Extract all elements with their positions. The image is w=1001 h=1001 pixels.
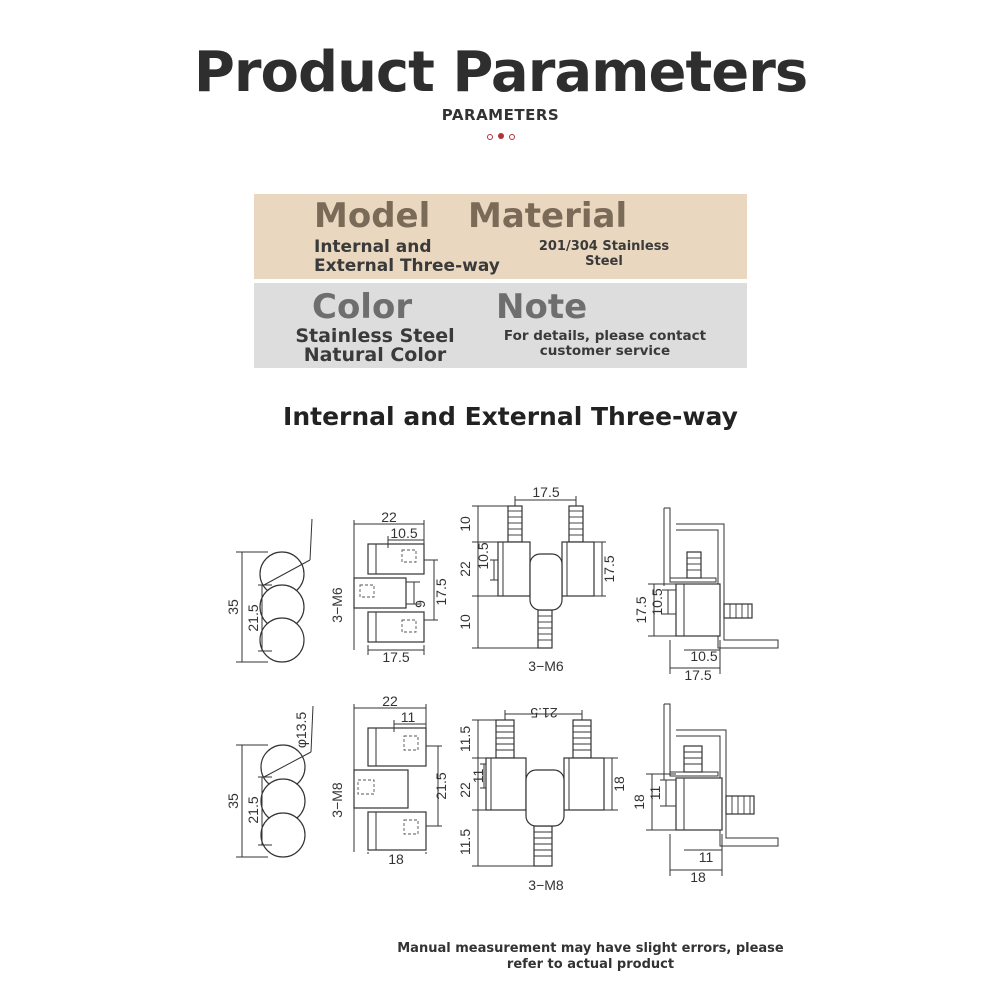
page-title: Product Parameters xyxy=(193,40,808,105)
dim-end-10-5: 10.5 xyxy=(690,648,717,664)
dim-top-18: 18 xyxy=(611,776,627,792)
side-thread-label: 3−M6 xyxy=(329,587,345,623)
dim-end-11: 11 xyxy=(699,849,714,865)
dim-top-10-5: 10.5 xyxy=(475,542,491,569)
dim-front-35: 35 xyxy=(225,599,241,615)
barrel-end xyxy=(675,583,721,637)
knuckle-bottom xyxy=(367,611,425,643)
note-label: Note xyxy=(496,287,588,327)
bracket-right xyxy=(676,729,779,847)
dim-top-11-5-a: 11.5 xyxy=(457,726,473,752)
stud-horizontal xyxy=(725,795,755,815)
side-view-m8: 22 11 21.5 3−M8 18 xyxy=(329,693,449,867)
dim-end-17-5-h: 17.5 xyxy=(684,667,711,683)
material-value: 201/304 Stainless Steel xyxy=(524,239,684,269)
dot-ring-icon xyxy=(509,134,515,140)
knuckle-top xyxy=(367,727,427,767)
barrel-end xyxy=(675,777,723,831)
color-value: Stainless Steel Natural Color xyxy=(290,327,460,365)
knuckle-middle xyxy=(353,577,407,609)
note-value: For details, please contact customer ser… xyxy=(490,328,720,360)
barrel-circle xyxy=(260,812,306,858)
model-value-line2: External Three-way xyxy=(314,256,500,277)
dim-top-11-5-b: 11.5 xyxy=(457,829,473,855)
dot-filled-icon xyxy=(498,133,504,139)
dim-side-bottom-18: 18 xyxy=(388,851,404,867)
material-value-line2: Steel xyxy=(585,253,623,269)
dim-side-22: 22 xyxy=(382,693,398,709)
leaf-right xyxy=(563,757,605,811)
color-value-line1: Stainless Steel xyxy=(295,325,455,347)
dim-side-bottom-17-5: 17.5 xyxy=(382,649,409,665)
footer-note-line1: Manual measurement may have slight error… xyxy=(397,941,784,956)
params-band-model-material: Model Material Internal and External Thr… xyxy=(254,194,747,279)
front-view-m6: 35 21.5 xyxy=(225,518,313,663)
dim-top-22: 22 xyxy=(457,561,473,577)
barrel-center xyxy=(525,769,565,827)
dim-top-10-a: 10 xyxy=(457,516,473,532)
page-subtitle: PARAMETERS xyxy=(441,106,560,124)
dim-top-21-5: 21.5 xyxy=(530,705,557,721)
dim-end-10-5-v: 10.5 xyxy=(649,588,665,615)
bracket-left xyxy=(664,703,719,777)
dim-top-11: 11 xyxy=(470,769,486,784)
dim-side-17-5: 17.5 xyxy=(433,578,449,605)
footer-note-line2: refer to actual product xyxy=(506,957,675,973)
top-thread-label: 3−M8 xyxy=(528,877,564,893)
dim-top-17-5-v: 17.5 xyxy=(601,555,617,582)
bracket-left xyxy=(664,507,717,583)
color-label: Color xyxy=(312,287,413,327)
dim-front-21-5: 21.5 xyxy=(245,604,261,631)
model-value: Internal and External Three-way xyxy=(314,237,500,277)
dim-front-35: 35 xyxy=(225,793,241,809)
end-view-m6: 17.5 10.5 10.5 17.5 xyxy=(633,507,779,683)
stud-vertical xyxy=(686,551,702,579)
leaf-left xyxy=(485,757,527,811)
front-view-m8: φ13.5 35 21.5 xyxy=(225,705,314,858)
params-band-color-note: Color Note Stainless Steel Natural Color… xyxy=(254,283,747,368)
material-value-line1: 201/304 Stainless xyxy=(538,239,670,254)
dim-side-9: 9 xyxy=(412,600,428,608)
color-value-line2: Natural Color xyxy=(303,344,447,366)
knuckle-middle xyxy=(353,769,409,809)
dim-side-21-5: 21.5 xyxy=(433,772,449,799)
material-label: Material xyxy=(468,196,628,236)
side-thread-label: 3−M8 xyxy=(329,782,345,818)
dim-end-18-h: 18 xyxy=(690,869,706,885)
dim-top-10-b: 10 xyxy=(457,614,473,630)
note-value-line1: For details, please contact xyxy=(503,328,707,344)
dim-end-17-5: 17.5 xyxy=(633,596,649,623)
dot-ring-icon xyxy=(487,134,493,140)
knuckle-top xyxy=(367,543,425,575)
dim-end-18: 18 xyxy=(631,794,647,810)
side-view-m6: 22 10.5 17.5 9 3−M6 17.5 xyxy=(329,509,449,665)
dim-top-17-5: 17.5 xyxy=(532,484,559,500)
model-label: Model xyxy=(314,196,431,236)
dim-top-22: 22 xyxy=(457,782,473,798)
stud-horizontal xyxy=(723,603,753,619)
knuckle-bottom xyxy=(367,811,427,851)
dim-end-11-v: 11 xyxy=(647,786,663,801)
end-view-m8: 18 11 11 18 xyxy=(631,703,779,885)
decorative-dots xyxy=(485,133,517,143)
footer-note: Manual measurement may have slight error… xyxy=(0,941,1001,974)
top-view-m6: 17.5 10 10.5 22 10 17.5 3−M6 xyxy=(457,484,617,674)
section-title: Internal and External Three-way xyxy=(283,402,738,431)
note-value-line2: customer service xyxy=(539,343,671,360)
top-thread-label: 3−M6 xyxy=(528,658,564,674)
dim-side-11: 11 xyxy=(401,709,416,725)
barrel-center xyxy=(529,553,563,611)
dim-front-21-5: 21.5 xyxy=(245,796,261,823)
dim-side-22: 22 xyxy=(381,509,397,525)
dim-side-10-5: 10.5 xyxy=(390,525,417,541)
bracket-right xyxy=(676,523,779,649)
barrel-circle xyxy=(259,617,305,663)
model-value-line1: Internal and xyxy=(314,237,432,257)
dim-front-diameter: φ13.5 xyxy=(293,712,309,749)
top-view-m8: 21.5 11.5 11 22 11.5 18 3−M8 xyxy=(457,705,627,893)
stud-vertical xyxy=(683,745,703,773)
